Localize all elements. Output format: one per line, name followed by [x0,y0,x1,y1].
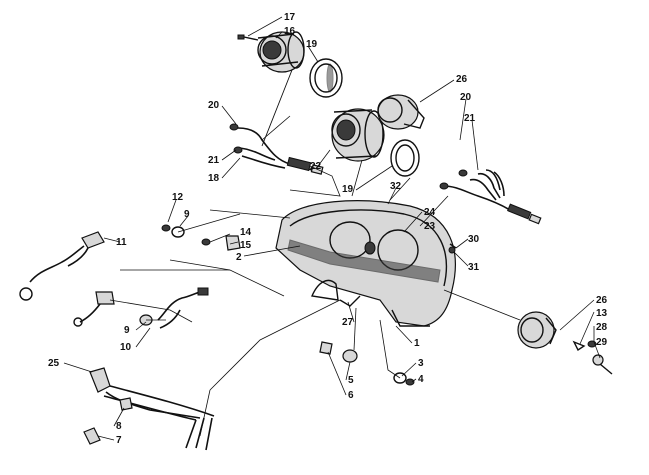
callout-14: 14 [240,227,252,238]
callout-6: 6 [348,390,354,401]
callout-11: 11 [116,237,127,248]
gauge-22 [331,108,385,162]
bezel-ring-19-upper [309,58,343,98]
callout-7: 7 [116,435,122,446]
callout-numbers: 17 16 19 26 20 20 21 21 18 22 19 32 12 9… [48,12,608,446]
callout-10: 10 [120,342,132,353]
callout-30: 30 [468,234,480,245]
callout-26: 26 [596,295,608,306]
gauge-16 [257,31,305,73]
callout-31: 31 [468,262,480,273]
gauge-cup-26-lower [517,311,557,349]
callout-17: 17 [284,12,296,23]
callout-19: 19 [342,184,354,195]
callout-26: 26 [456,74,468,85]
callout-20: 20 [460,92,472,103]
callout-9: 9 [124,325,130,336]
callout-21: 21 [208,155,220,166]
callout-19: 19 [306,39,318,50]
callout-13: 13 [596,308,608,319]
fasteners-30-31 [448,243,457,254]
switch-11-assembly [19,231,115,327]
wire-harness-23 [439,169,542,225]
callout-18: 18 [208,173,220,184]
callout-8: 8 [116,421,122,432]
key-switch-25-assembly [83,367,215,451]
callout-5: 5 [348,375,354,386]
callout-20: 20 [208,100,220,111]
callout-leaders [63,16,601,441]
callout-23: 23 [424,221,436,232]
wire-harness-18 [229,69,324,175]
assembly-leader-lines [109,115,521,437]
bulb-17 [237,34,259,41]
bezel-ring-19-lower [390,139,420,177]
dashboard-console-1 [275,200,456,327]
callout-15: 15 [240,240,252,251]
callout-24: 24 [424,207,436,218]
callout-12: 12 [172,192,184,203]
callout-4: 4 [418,374,424,385]
fasteners-12-9-14-15 [161,224,241,251]
gauge-cup-26-upper [377,94,425,130]
callout-16: 16 [284,26,296,37]
callout-29: 29 [596,337,608,348]
callout-21: 21 [464,113,476,124]
fasteners-3-4-5-6 [319,341,415,386]
callout-1: 1 [414,338,420,349]
callout-27: 27 [342,317,354,328]
callout-25: 25 [48,358,60,369]
callout-28: 28 [596,322,608,333]
callout-32: 32 [390,181,402,192]
callout-9: 9 [184,209,190,220]
callout-22: 22 [310,161,322,172]
switch-10-assembly [139,287,209,329]
callout-3: 3 [418,358,424,369]
callout-2: 2 [236,252,242,263]
fasteners-13-28-29 [572,340,613,375]
